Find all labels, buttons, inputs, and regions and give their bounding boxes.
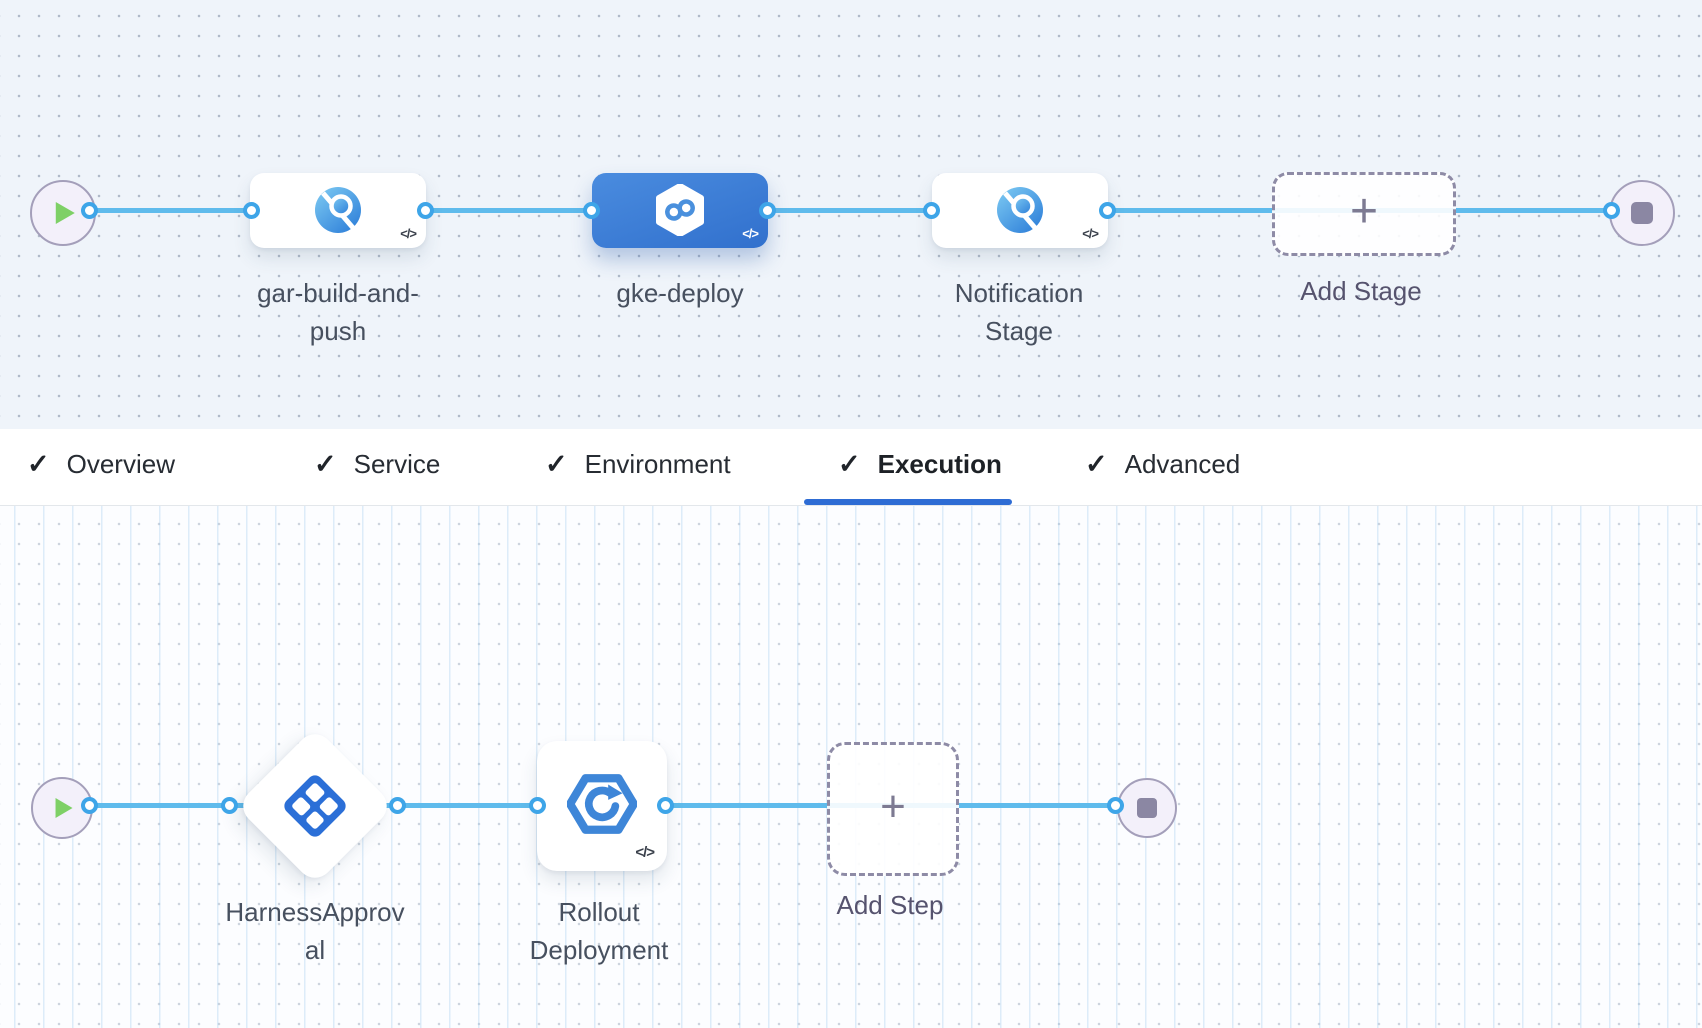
connector-port bbox=[389, 797, 406, 814]
stage-label-notification-stage: Notification Stage bbox=[954, 278, 1084, 346]
connector-port bbox=[221, 797, 238, 814]
stage-canvas[interactable]: </> </> bbox=[0, 0, 1702, 429]
stage-flow-line bbox=[60, 208, 1615, 213]
stop-icon bbox=[1631, 202, 1653, 224]
stage-card-gke-deploy[interactable]: </> bbox=[592, 173, 768, 248]
connector-port bbox=[417, 202, 434, 219]
tab-overview[interactable]: ✓ Overview bbox=[27, 449, 175, 479]
check-icon: ✓ bbox=[1085, 449, 1108, 479]
connector-port bbox=[583, 202, 600, 219]
step-card-rollout-deployment[interactable]: </> bbox=[537, 741, 667, 871]
plus-icon: + bbox=[880, 782, 906, 831]
tab-advanced[interactable]: ✓ Advanced bbox=[1085, 449, 1241, 479]
add-step-button[interactable]: + bbox=[827, 742, 959, 876]
step-label-harness-approval: HarnessApprov al bbox=[225, 897, 405, 965]
add-stage-button[interactable]: + bbox=[1272, 172, 1456, 256]
execution-start-node bbox=[31, 777, 93, 839]
connector-port bbox=[1603, 202, 1620, 219]
active-tab-underline bbox=[804, 499, 1012, 505]
stage-label-gar-build-and-push: gar-build-and- push bbox=[257, 278, 419, 346]
stage-config-tabbar: ✓ Overview ✓ Service ✓ Environment ✓ Exe… bbox=[0, 429, 1702, 506]
connector-port bbox=[81, 797, 98, 814]
execution-end-node bbox=[1117, 778, 1177, 838]
tab-environment[interactable]: ✓ Environment bbox=[545, 449, 731, 479]
check-icon: ✓ bbox=[545, 449, 568, 479]
stage-card-gar-build-and-push[interactable]: </> bbox=[250, 173, 426, 248]
connector-port bbox=[529, 797, 546, 814]
check-icon: ✓ bbox=[27, 449, 50, 479]
stop-icon bbox=[1137, 798, 1157, 818]
code-view-icon[interactable]: </> bbox=[635, 844, 655, 861]
add-step-label: Add Step bbox=[836, 890, 944, 920]
tab-execution[interactable]: ✓ Execution bbox=[838, 449, 1002, 479]
connector-port bbox=[923, 202, 940, 219]
pipeline-end-node bbox=[1609, 180, 1675, 246]
connector-port bbox=[81, 202, 98, 219]
connector-port bbox=[243, 202, 260, 219]
play-icon bbox=[55, 202, 75, 224]
stage-card-notification-stage[interactable]: </> bbox=[932, 173, 1108, 248]
connector-port bbox=[759, 202, 776, 219]
add-stage-label: Add Stage bbox=[1300, 276, 1422, 306]
connector-port bbox=[1107, 797, 1124, 814]
stage-label-gke-deploy: gke-deploy bbox=[616, 278, 744, 308]
connector-port bbox=[657, 797, 674, 814]
step-label-rollout-deployment: Rollout Deployment bbox=[529, 897, 669, 965]
play-icon bbox=[55, 798, 73, 818]
code-view-icon[interactable]: </> bbox=[1082, 226, 1099, 241]
execution-canvas[interactable]: </> + HarnessApprov al Rollout Deploymen… bbox=[0, 506, 1702, 1028]
tab-service[interactable]: ✓ Service bbox=[314, 449, 441, 479]
deploy-stage-icon bbox=[654, 183, 706, 241]
code-view-icon[interactable]: </> bbox=[742, 226, 759, 241]
check-icon: ✓ bbox=[838, 449, 861, 479]
gke-rollout-icon bbox=[565, 773, 639, 840]
pipeline-start-node bbox=[30, 180, 96, 246]
build-stage-icon bbox=[314, 186, 362, 239]
plus-icon: + bbox=[1349, 185, 1379, 238]
code-view-icon[interactable]: </> bbox=[400, 226, 417, 241]
connector-port bbox=[1099, 202, 1116, 219]
custom-stage-icon bbox=[996, 186, 1044, 239]
check-icon: ✓ bbox=[314, 449, 337, 479]
